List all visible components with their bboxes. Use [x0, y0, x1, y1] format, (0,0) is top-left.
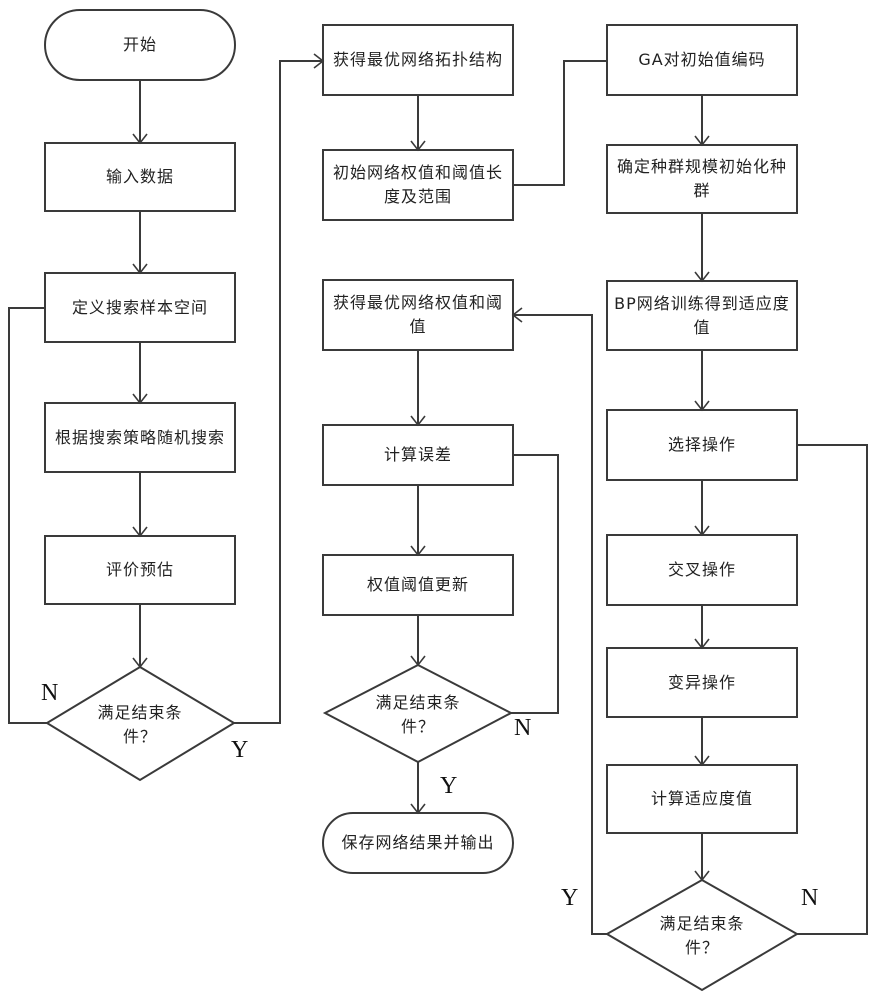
start-label: 开始 — [122, 35, 157, 54]
random-search-label: 根据搜索策略随机搜索 — [54, 427, 225, 447]
best-weights-box — [322, 279, 514, 351]
edge-bestweights-to-error — [410, 350, 426, 427]
decision1-no-label: N — [41, 680, 59, 706]
edge-ga-to-population — [694, 95, 710, 147]
ga-encode-label: GA对初始值编码 — [638, 50, 766, 69]
edge-input-to-define — [132, 211, 148, 275]
edge-evaluate-to-decision1 — [132, 604, 148, 669]
best-weights-label: 获得最优网络权值和阈值 — [332, 293, 503, 336]
best-topology-label: 获得最优网络拓扑结构 — [332, 50, 503, 69]
decision2-yes-label: Y — [440, 773, 458, 799]
edge-decision3-yes — [511, 307, 607, 935]
calc-error-label: 计算误差 — [383, 445, 452, 464]
decision2-no-label: N — [514, 715, 532, 741]
bp-fitness-box — [606, 280, 798, 351]
edge-error-to-update — [410, 485, 426, 557]
decision1-diamond — [45, 665, 236, 782]
define-space-label: 定义搜索样本空间 — [71, 297, 208, 317]
edge-update-to-decision2 — [410, 615, 426, 667]
ga-encode-box — [606, 24, 798, 96]
evaluate-label: 评价预估 — [105, 560, 174, 579]
edge-decision1-yes — [234, 53, 325, 724]
selection-box — [606, 409, 798, 481]
edge-bp-to-selection — [694, 350, 710, 412]
decision1-label: 满足结束条件？ — [97, 703, 183, 746]
edge-population-to-bp — [694, 213, 710, 283]
decision3-no-label: N — [801, 885, 819, 911]
edge-define-to-search — [132, 342, 148, 405]
init-weights-label: 初始网络权值和阈值长度及范围 — [332, 163, 503, 206]
selection-label: 选择操作 — [667, 435, 736, 454]
edge-mutation-to-fitness — [694, 717, 710, 767]
edge-start-to-input — [132, 80, 148, 145]
update-weights-box — [322, 554, 514, 616]
edge-search-to-evaluate — [132, 472, 148, 538]
edge-decision2-yes — [410, 762, 426, 815]
input-data-label: 输入数据 — [105, 167, 174, 186]
random-search-box — [44, 402, 236, 473]
decision3-yes-label: Y — [561, 885, 579, 911]
best-topology-box — [322, 24, 514, 96]
edge-init-to-ga — [513, 60, 607, 186]
calc-fitness-label: 计算适应度值 — [650, 789, 753, 808]
edge-decision2-no-loop — [511, 454, 559, 714]
calc-fitness-box — [606, 764, 798, 834]
edge-crossover-to-mutation — [694, 605, 710, 650]
bp-fitness-label: BP网络训练得到适应度值 — [614, 293, 790, 337]
decision3-diamond — [605, 878, 799, 992]
edge-fitness-to-decision3 — [694, 833, 710, 882]
edge-selection-to-crossover — [694, 480, 710, 537]
save-output-label: 保存网络结果并输出 — [341, 833, 495, 852]
edge-topology-to-init — [410, 95, 426, 152]
update-weights-label: 权值阈值更新 — [366, 575, 469, 594]
decision2-label: 满足结束条件？ — [375, 693, 461, 736]
mutation-label: 变异操作 — [667, 672, 736, 692]
edge-decision1-no-loop — [8, 307, 47, 724]
edge-decision3-no-loop — [797, 444, 868, 935]
decision3-label: 满足结束条件？ — [659, 914, 745, 957]
input-data-box — [44, 142, 236, 212]
init-population-label: 确定种群规模初始化种群 — [616, 157, 787, 200]
decision1-yes-label: Y — [231, 737, 249, 763]
crossover-label: 交叉操作 — [667, 560, 736, 579]
